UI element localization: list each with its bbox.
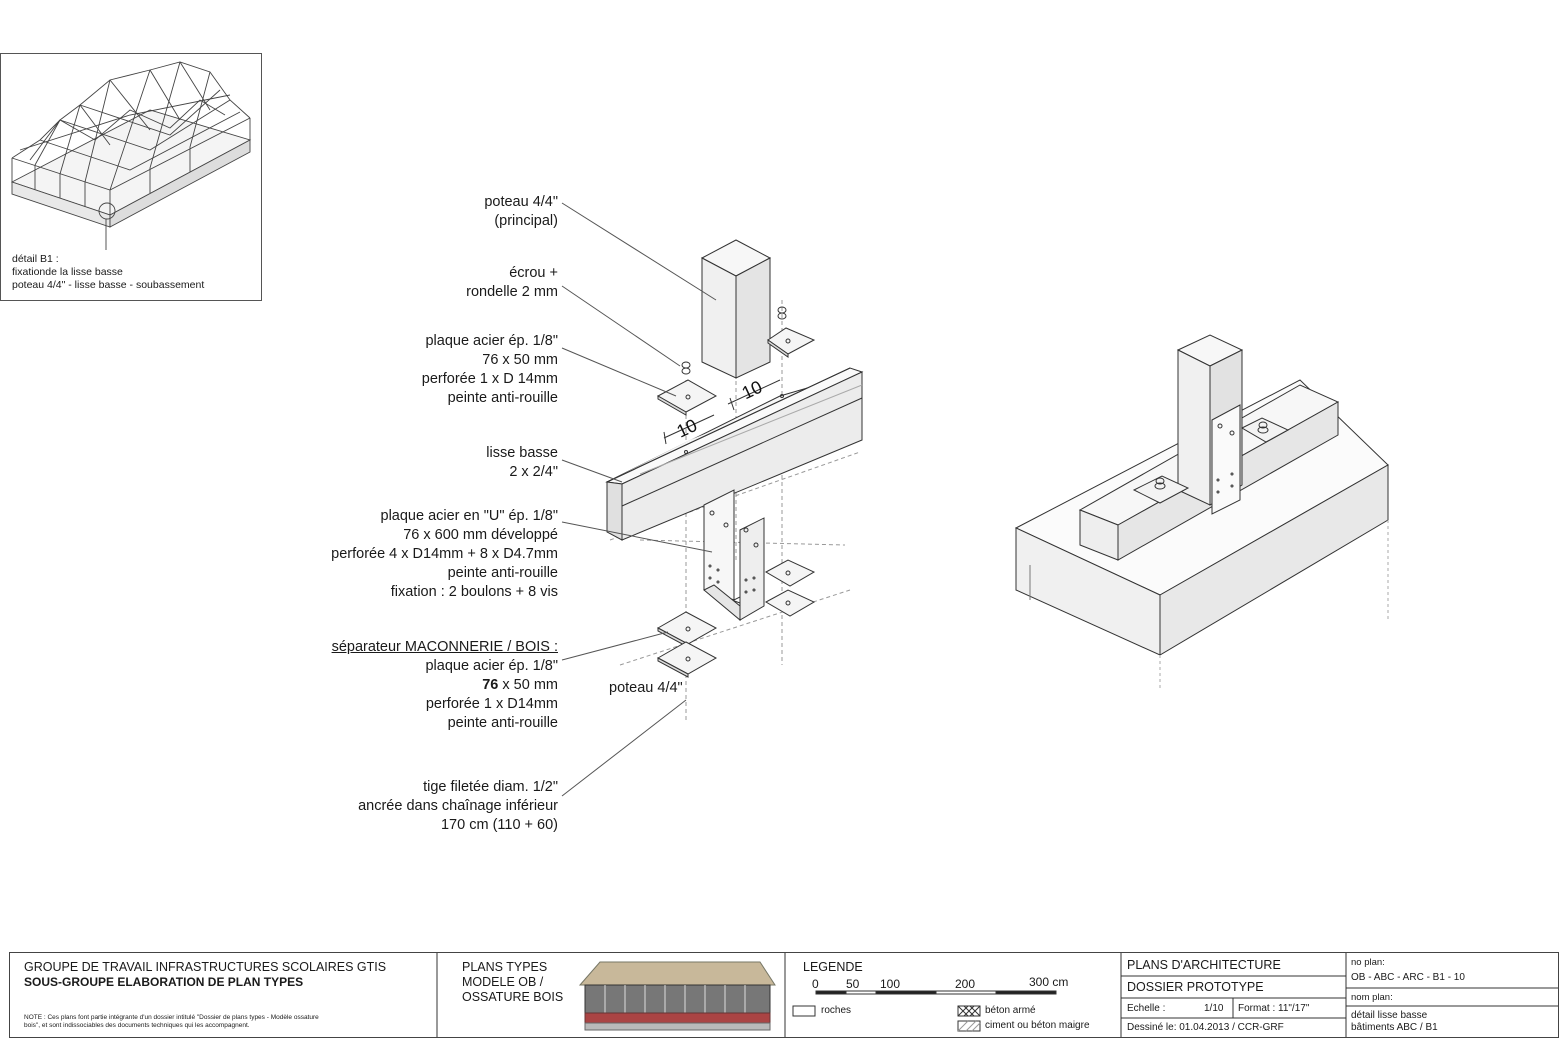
nom-plan-line: détail lisse basse xyxy=(1351,1010,1428,1021)
keyplan-caption-line: poteau 4/4" - lisse basse - soubassement xyxy=(12,279,205,291)
dessine-value: Dessiné le: 01.04.2013 / CCR-GRF xyxy=(1127,1022,1284,1033)
label-line: 170 cm (110 + 60) xyxy=(440,817,558,833)
label-line: (principal) xyxy=(494,213,558,229)
label-line: peinte anti-rouille xyxy=(447,390,558,406)
label-line: écrou + xyxy=(509,265,558,281)
label-plaque-u: plaque acier en "U" ép. 1/8" 76 x 600 mm… xyxy=(331,507,558,602)
keyplan-caption-line: fixationde la lisse basse xyxy=(12,266,123,278)
keyplan-sketch xyxy=(10,61,252,250)
note-line: NOTE : Ces plans font partie intégrante … xyxy=(24,1014,319,1021)
plans-types: PLANS TYPES MODELE OB / OSSATURE BOIS xyxy=(462,960,563,1005)
label-lisse-basse: lisse basse 2 x 2/4" xyxy=(486,444,558,482)
label-line: ancrée dans chaînage inférieur xyxy=(358,798,558,814)
scale-tick-0: 0 xyxy=(812,977,819,991)
building-thumbnail xyxy=(578,961,776,1031)
label-line: 2 x 2/4" xyxy=(509,464,558,480)
keyplan-frame xyxy=(0,53,262,301)
echelle-value: 1/10 xyxy=(1204,1003,1224,1014)
label-line: lisse basse xyxy=(486,445,558,461)
scale-tick-50: 50 xyxy=(846,977,860,991)
scale-tick-200: 200 xyxy=(955,977,976,991)
label-line: 76 x 50 mm xyxy=(332,676,558,695)
label-line: plaque acier ép. 1/8" xyxy=(425,658,558,674)
label-line: plaque acier ép. 1/8" xyxy=(425,333,558,349)
label-line: tige filetée diam. 1/2" xyxy=(423,779,558,795)
note-line: bois", et sont indissociables des docume… xyxy=(24,1022,250,1029)
scale-tick-100: 100 xyxy=(880,977,901,991)
label-line: fixation : 2 boulons + 8 vis xyxy=(390,584,558,600)
keyplan-caption: détail B1 : fixationde la lisse basse po… xyxy=(12,253,204,292)
label-line: peinte anti-rouille xyxy=(447,565,558,581)
plans-types-line: OSSATURE BOIS xyxy=(462,990,564,1004)
dossier-prototype: DOSSIER PROTOTYPE xyxy=(1127,980,1264,994)
org-line2: SOUS-GROUPE ELABORATION DE PLAN TYPES xyxy=(24,975,304,989)
nom-plan-line: bâtiments ABC / B1 xyxy=(1351,1022,1438,1033)
label-line: 76 x 50 mm xyxy=(482,352,558,368)
no-plan-value: OB - ABC - ARC - B1 - 10 xyxy=(1351,972,1465,983)
no-plan-label: no plan: xyxy=(1351,957,1385,968)
dimension-10-right: 10 xyxy=(739,377,766,404)
label-line: perforée 1 x D 14mm xyxy=(421,371,558,387)
org-line1: GROUPE DE TRAVAIL INFRASTRUCTURES SCOLAI… xyxy=(24,960,387,974)
label-line: perforée 1 x D14mm xyxy=(425,696,558,712)
label-line: plaque acier en "U" ép. 1/8" xyxy=(380,508,558,524)
legende-title: LEGENDE xyxy=(803,960,863,974)
legend-beton-arme: béton armé xyxy=(985,1005,1036,1016)
label-ecrou: écrou + rondelle 2 mm xyxy=(466,264,558,302)
separateur-title: séparateur MACONNERIE / BOIS : xyxy=(331,639,558,655)
label-line: perforée 4 x D14mm + 8 x D4.7mm xyxy=(331,546,558,562)
label-line: poteau 4/4" xyxy=(484,194,558,210)
legend-ciment: ciment ou béton maigre xyxy=(985,1020,1090,1031)
titleblock-note: NOTE : Ces plans font partie intégrante … xyxy=(24,1014,319,1030)
plans-types-line: MODELE OB / xyxy=(462,975,544,989)
legend-roches: roches xyxy=(821,1005,852,1016)
nom-plan-value: détail lisse basse bâtiments ABC / B1 xyxy=(1351,1010,1438,1034)
nom-plan-label: nom plan: xyxy=(1351,992,1393,1003)
format-value: Format : 11"/17" xyxy=(1238,1003,1310,1014)
keyplan-caption-line: détail B1 : xyxy=(12,253,59,265)
assembled-view xyxy=(1014,334,1389,690)
scale-tick-300: 300 cm xyxy=(1029,975,1069,989)
label-plaque-acier: plaque acier ép. 1/8" 76 x 50 mm perforé… xyxy=(422,332,558,408)
echelle-label: Echelle : xyxy=(1127,1003,1166,1014)
bold-value: 76 xyxy=(482,677,499,693)
label-poteau-principal: poteau 4/4" (principal) xyxy=(484,193,558,231)
label-rest: x 50 mm xyxy=(498,677,558,693)
label-line: peinte anti-rouille xyxy=(447,715,558,731)
label-line: rondelle 2 mm xyxy=(466,284,558,300)
label-poteau-bas: poteau 4/4" xyxy=(609,680,683,696)
label-line: 76 x 600 mm développé xyxy=(403,527,558,543)
label-separateur: séparateur MACONNERIE / BOIS : plaque ac… xyxy=(332,638,558,733)
plans-architecture: PLANS D'ARCHITECTURE xyxy=(1127,958,1281,972)
label-tige: tige filetée diam. 1/2" ancrée dans chaî… xyxy=(358,778,558,835)
plans-types-line: PLANS TYPES xyxy=(462,960,548,974)
